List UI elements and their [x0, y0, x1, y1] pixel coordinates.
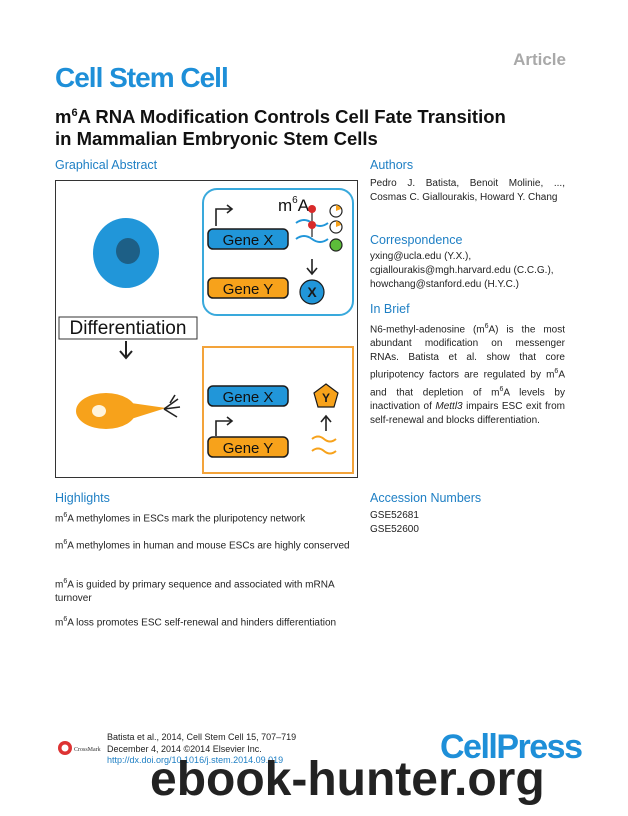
- correspondence-heading: Correspondence: [370, 233, 463, 247]
- promoter-arrow-icon: [226, 416, 234, 426]
- timer-icon: [329, 204, 343, 252]
- svg-text:CrossMark: CrossMark: [74, 747, 101, 753]
- methylated-mrna: [295, 205, 329, 243]
- top-panel: [202, 188, 354, 316]
- highlight-item: m6A loss promotes ESC self-renewal and h…: [55, 616, 337, 629]
- highlights-heading: Highlights: [55, 491, 110, 505]
- accession-number: GSE52600: [370, 524, 419, 535]
- authors-heading: Authors: [370, 158, 414, 172]
- crossmark-logo: CrossMark: [56, 738, 104, 758]
- accession-heading: Accession Numbers: [370, 491, 482, 505]
- bottom-panel: [202, 346, 354, 474]
- m6a-label: m6A: [278, 195, 310, 215]
- es-cell-nucleus: [116, 238, 140, 264]
- correspondence-emails: yxing@ucla.edu (Y.X.), cgiallourakis@mgh…: [370, 250, 590, 292]
- svg-text:Gene Y: Gene Y: [223, 281, 274, 298]
- doi-link[interactable]: http://dx.doi.org/10.1016/j.stem.2014.09…: [107, 755, 284, 765]
- graphical-abstract-svg: Differentiation m6A Gene X: [58, 188, 354, 474]
- svg-text:Y: Y: [322, 391, 330, 405]
- differentiation-label: Differentiation: [70, 318, 187, 339]
- accession-number: GSE52681: [370, 510, 419, 521]
- arrow-down-icon: [306, 267, 318, 276]
- svg-text:X: X: [307, 284, 317, 300]
- email-link[interactable]: cgiallourakis@mgh.harvard.edu (C.C.G.),: [370, 265, 554, 276]
- arrow-down-icon: [119, 350, 133, 360]
- gene-y-bottom: [207, 436, 289, 458]
- email-link[interactable]: howchang@stanford.edu (H.Y.C.): [370, 279, 519, 290]
- promoter-arrow-icon: [226, 204, 234, 214]
- highlight-item: m6A methylomes in human and mouse ESCs a…: [55, 539, 350, 552]
- graphical-abstract-heading: Graphical Abstract: [55, 158, 158, 172]
- article-tag: Article: [513, 50, 566, 69]
- journal-name: Cell Stem Cell: [55, 62, 229, 93]
- authors-list: Pedro J. Batista, Benoit Molinie, ..., C…: [370, 178, 565, 203]
- in-brief-heading: In Brief: [370, 302, 410, 316]
- protein-y: [313, 383, 339, 408]
- protein-x: [299, 279, 325, 305]
- highlight-item: m6A methylomes in ESCs mark the pluripot…: [55, 512, 306, 525]
- graphical-abstract-figure: Differentiation m6A Gene X: [55, 180, 358, 478]
- highlight-item: m6A is guided by primary sequence and as…: [55, 578, 335, 605]
- in-brief-text: N6-methyl-adenosine (m6A) is the most ab…: [370, 323, 565, 426]
- footer-citation: Batista et al., 2014, Cell Stem Cell 15,…: [107, 732, 297, 765]
- article-title: m6A RNA Modification Controls Cell Fate …: [55, 106, 506, 150]
- email-link[interactable]: yxing@ucla.edu (Y.X.),: [370, 251, 472, 262]
- gene-x-bottom: [207, 385, 289, 407]
- watermark: ebook-hunter.org: [150, 753, 545, 806]
- cellpress-logo: CellPress: [440, 728, 583, 766]
- differentiation-box: [58, 316, 198, 340]
- svg-text:Gene Y: Gene Y: [223, 440, 274, 457]
- gene-x-top: [207, 228, 289, 250]
- unmethylated-mrna: [311, 435, 337, 455]
- svg-text:Gene X: Gene X: [223, 232, 274, 249]
- arrow-up-icon: [320, 414, 332, 423]
- gene-y-top: [207, 277, 289, 299]
- neuron-cell: [76, 393, 181, 429]
- svg-text:Gene X: Gene X: [223, 389, 274, 406]
